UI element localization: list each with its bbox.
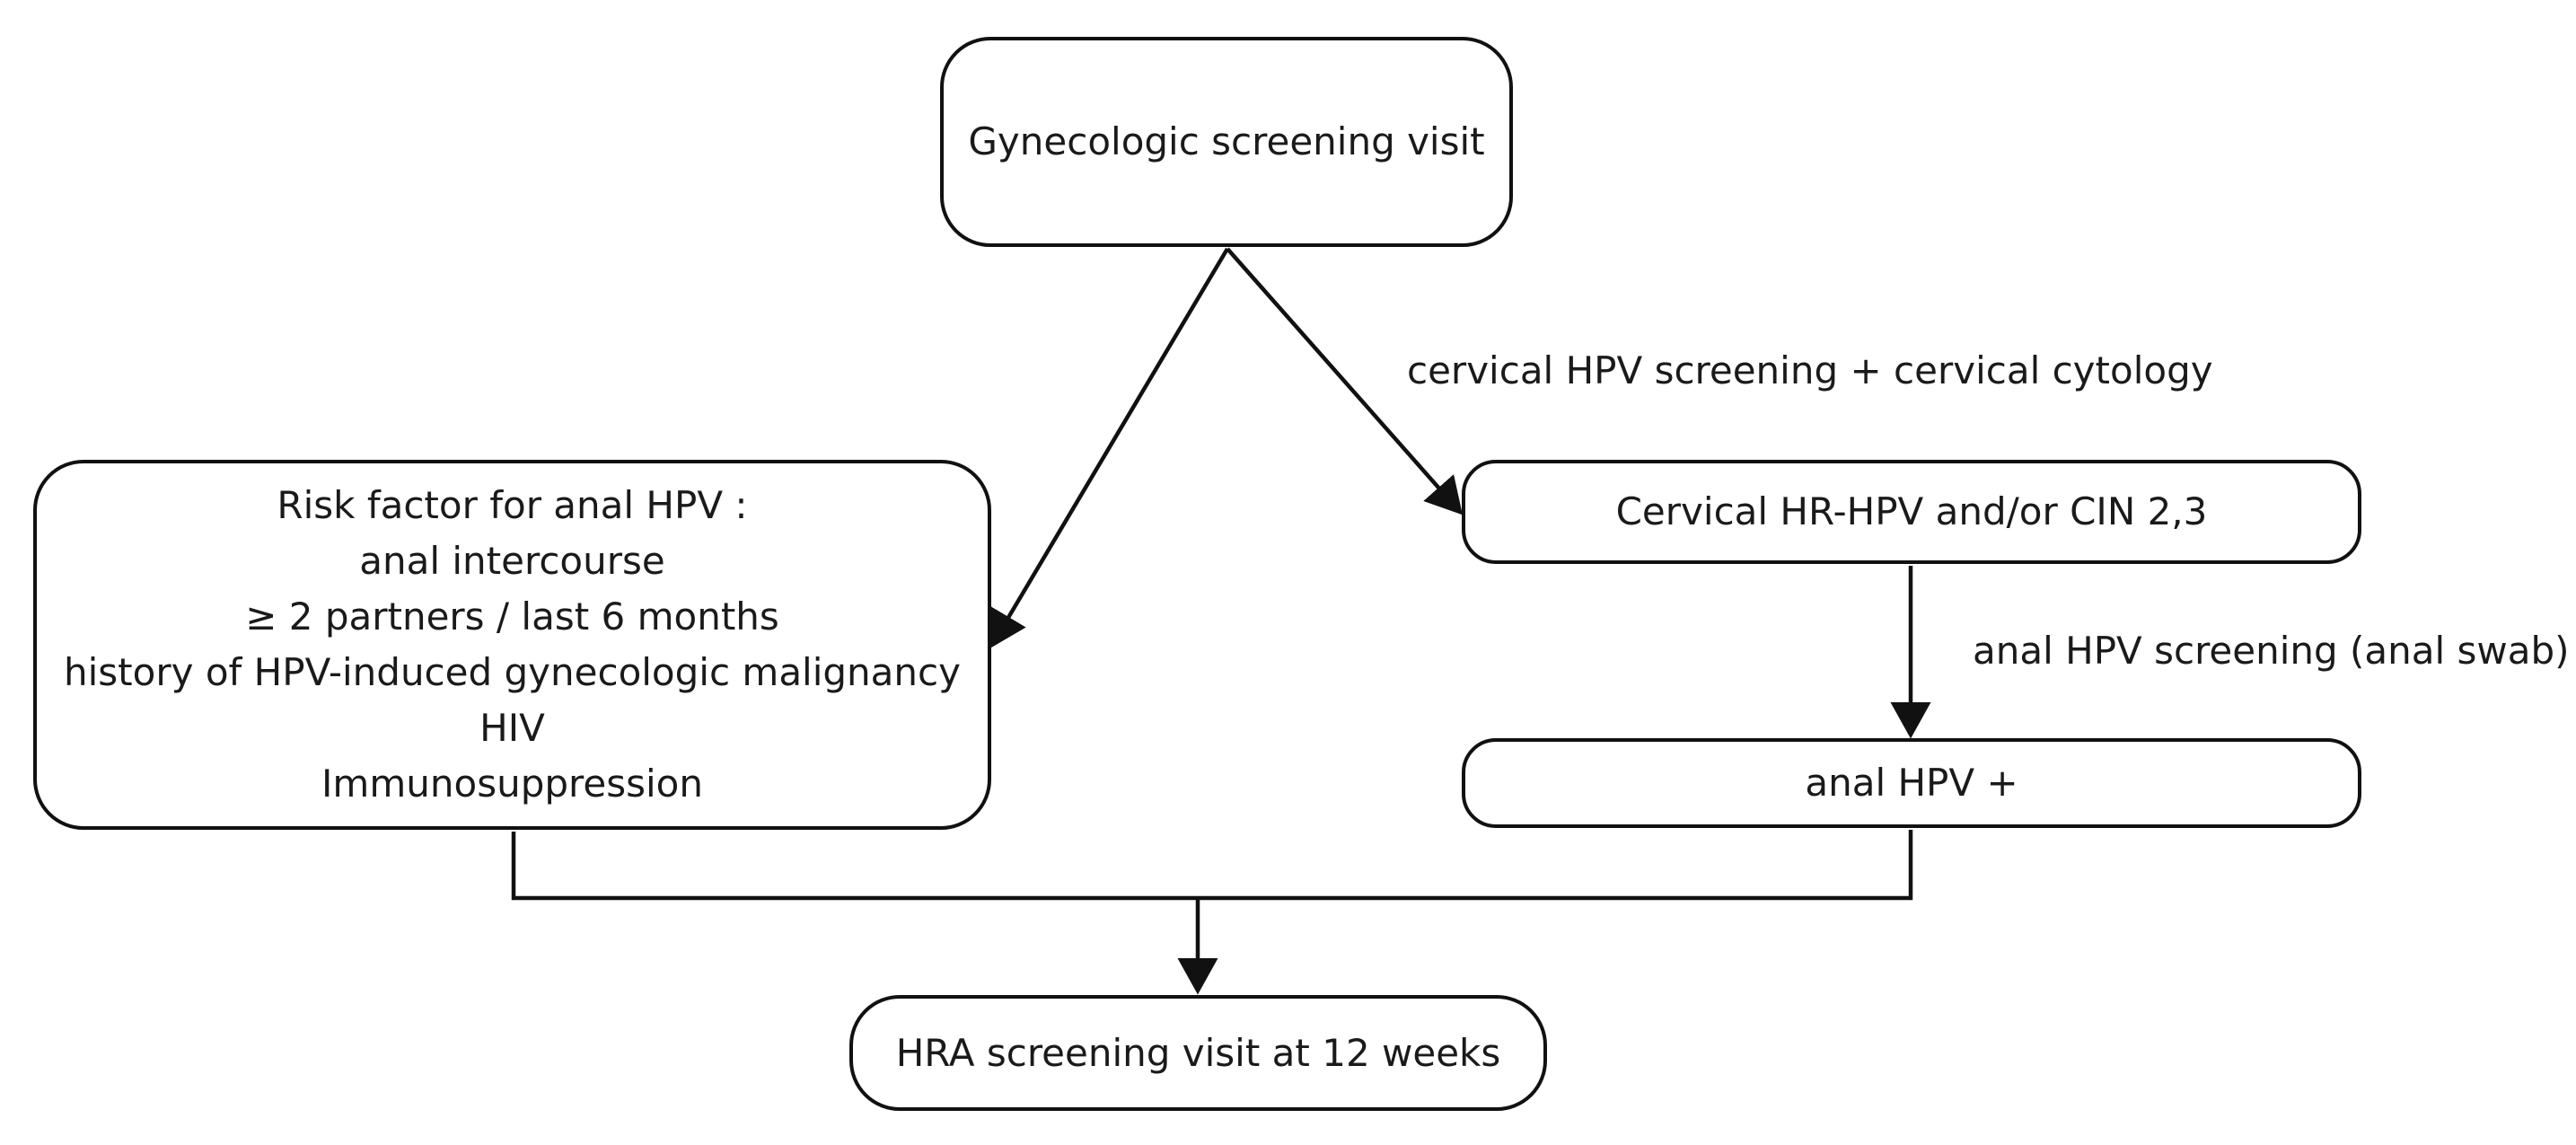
risk-factor-line: ≥ 2 partners / last 6 months [245, 595, 779, 639]
risk-factor-node: Risk factor for anal HPV : anal intercou… [33, 460, 991, 830]
anal-hpv-positive-text: anal HPV + [1805, 761, 2018, 805]
gynecologic-screening-visit-text: Gynecologic screening visit [968, 119, 1485, 163]
risk-factor-line: anal intercourse [359, 539, 665, 583]
anal-hpv-positive-node: anal HPV + [1462, 738, 2361, 828]
risk-factor-line: Immunosuppression [321, 762, 703, 806]
cervical-screening-edge-label: cervical HPV screening + cervical cytolo… [1407, 348, 2213, 392]
anal-screening-edge-label: anal HPV screening (anal swab) [1973, 629, 2570, 673]
risk-factor-line: Risk factor for anal HPV : [277, 483, 748, 527]
merge-connector [511, 830, 1913, 901]
arrow-top-to-cervical [1226, 247, 1463, 515]
cervical-hr-hpv-node: Cervical HR-HPV and/or CIN 2,3 [1462, 460, 2361, 564]
risk-factor-line: history of HPV-induced gynecologic malig… [64, 650, 961, 694]
hra-screening-visit-node: HRA screening visit at 12 weeks [849, 995, 1547, 1111]
cervical-hr-hpv-text: Cervical HR-HPV and/or CIN 2,3 [1615, 489, 2208, 533]
hra-screening-visit-text: HRA screening visit at 12 weeks [895, 1030, 1501, 1075]
gynecologic-screening-visit-node: Gynecologic screening visit [940, 37, 1513, 247]
risk-factor-line: HIV [479, 706, 545, 750]
arrow-top-to-risk [989, 247, 1229, 648]
